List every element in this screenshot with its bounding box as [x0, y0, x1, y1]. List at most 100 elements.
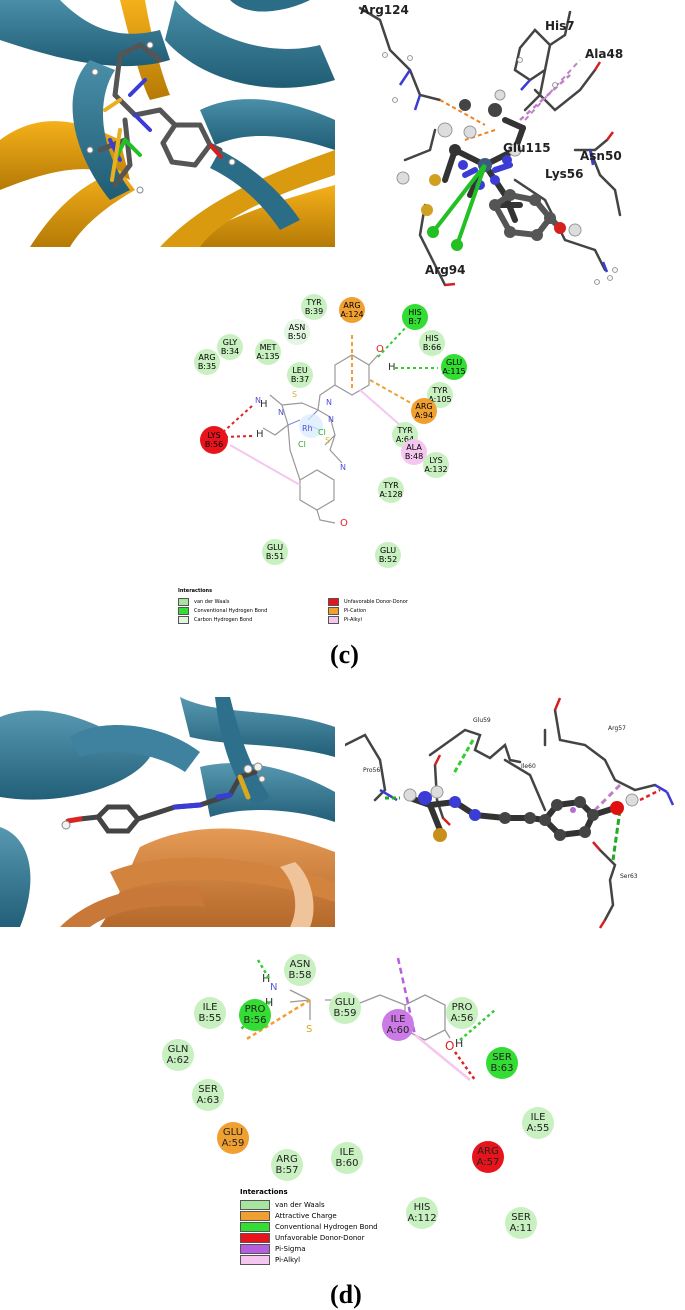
label-ile60-3d: Ile60 [521, 763, 536, 770]
legend-c-title: Interactions [178, 588, 213, 594]
svg-text:B:37: B:37 [291, 375, 309, 384]
c-legend-item: Carbon Hydrogen Bond [178, 615, 328, 624]
atom-n1: N [255, 396, 261, 405]
residue-label: ILE [530, 1112, 546, 1123]
c-legend-item: Conventional Hydrogen Bond [178, 606, 328, 615]
svg-text:ARG: ARG [343, 301, 360, 310]
svg-text:TYR: TYR [431, 386, 448, 395]
svg-text:A:115: A:115 [442, 367, 465, 376]
atom-s1-d: S [306, 1024, 312, 1035]
label-glu59-3d: Glu59 [473, 717, 491, 724]
panel-d-cartoon-image [0, 697, 335, 927]
c-legend-swatch [328, 615, 339, 624]
panel-c-interaction-diagram: Rh N N N N N Cl Cl S S O O H H H [170, 285, 500, 620]
protein-cartoon-d [0, 697, 335, 927]
atom-n5: N [340, 463, 346, 472]
svg-text:A:94: A:94 [415, 411, 433, 420]
atom-s1: S [292, 390, 297, 399]
d-legend-label: Unfavorable Donor-Donor [275, 1233, 365, 1242]
label-asn50-3d: Asn50 [580, 149, 622, 163]
c-legend-item: Unfavorable Donor-Donor [328, 597, 458, 606]
svg-text:TYR: TYR [305, 298, 322, 307]
residue-label: B:57 [275, 1165, 299, 1176]
residue-label: PRO [451, 1002, 473, 1013]
d-legend-swatch [240, 1232, 270, 1243]
d-legend-swatch [240, 1221, 270, 1232]
svg-text:A:105: A:105 [428, 395, 451, 404]
atom-o1-d: O [445, 1039, 454, 1053]
d-legend-swatch [240, 1210, 270, 1221]
label-pro56-3d: Pro56 [363, 767, 380, 774]
svg-text:ASN: ASN [289, 323, 306, 332]
c-legend-swatch [328, 597, 339, 606]
d-legend-item: van der Waals [240, 1199, 440, 1210]
svg-text:A:132: A:132 [424, 465, 447, 474]
panel-d-stick-image: Glu59 Ile60 Arg57 Pro56 Ser63 [345, 690, 685, 930]
label-arg57-3d: Arg57 [608, 725, 626, 732]
svg-text:GLY: GLY [223, 338, 238, 347]
residue-label: SER [511, 1212, 531, 1223]
atom-n1-d: N [270, 982, 277, 993]
residue-label: B:60 [335, 1158, 359, 1169]
residue-label: ILE [390, 1014, 406, 1025]
c-legend-item: Pi-Cation [328, 606, 458, 615]
residue-label: B:59 [333, 1008, 357, 1019]
residue-label: GLN [167, 1044, 189, 1055]
c-legend-label: Pi-Cation [344, 607, 367, 614]
panel-c-cartoon-image [0, 0, 335, 247]
atom-h1-d: H [262, 972, 270, 985]
svg-text:B:48: B:48 [405, 452, 423, 461]
svg-text:B:56: B:56 [205, 440, 223, 449]
d-legend-item: Pi-Sigma [240, 1243, 440, 1254]
residue-label: SER [492, 1052, 512, 1063]
residue-label: ILE [339, 1147, 355, 1158]
d-legend-label: Attractive Charge [275, 1211, 337, 1220]
residue-label: A:55 [526, 1123, 550, 1134]
c-legend-label: Unfavorable Donor-Donor [344, 598, 408, 605]
legend-d-title: Interactions [240, 1188, 288, 1196]
d-legend-label: Pi-Alkyl [275, 1255, 301, 1264]
d-legend-label: van der Waals [275, 1200, 325, 1209]
c-legend-item: Pi-Alkyl [328, 615, 458, 624]
residue-label: A:112 [407, 1213, 437, 1224]
d-legend-item: Pi-Alkyl [240, 1254, 440, 1265]
c-legend-label: van der Waals [194, 598, 230, 605]
atom-s2: S [325, 436, 330, 445]
caption-c: (c) [330, 640, 359, 669]
residue-label: HIS [413, 1202, 431, 1213]
svg-text:LYS: LYS [429, 456, 442, 465]
atom-o1: O [376, 344, 384, 355]
svg-text:ALA: ALA [406, 443, 422, 452]
protein-cartoon-c [0, 0, 335, 247]
residue-label: B:63 [490, 1063, 514, 1074]
svg-text:HIS: HIS [408, 308, 421, 317]
residue-label: B:55 [198, 1013, 222, 1024]
residue-label: A:11 [509, 1223, 533, 1234]
residue-label: GLU [334, 997, 356, 1008]
d-legend-swatch [240, 1243, 270, 1254]
c-legend-swatch [178, 615, 189, 624]
d-legend-item: Attractive Charge [240, 1210, 440, 1221]
svg-text:B:50: B:50 [288, 332, 306, 341]
atom-h3-d: H [455, 1037, 463, 1050]
